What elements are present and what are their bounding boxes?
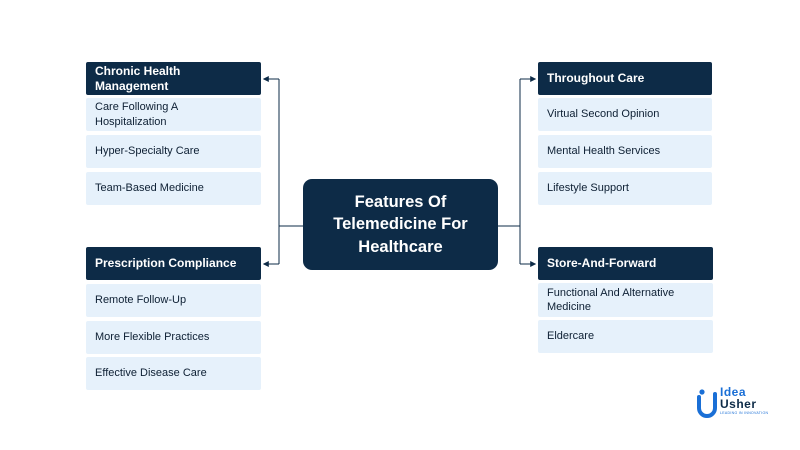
more-flexible-practices-item: More Flexible Practices xyxy=(86,321,261,354)
logo-tagline: LEADING IN INNOVATION xyxy=(720,411,769,415)
effective-disease-care-item: Effective Disease Care xyxy=(86,357,261,390)
logo-mark-icon xyxy=(697,389,717,418)
throughout-care-header: Throughout Care xyxy=(538,62,712,95)
logo-word-idea: Idea xyxy=(720,385,747,399)
care-following-hospitalization-item: Care Following A Hospitalization xyxy=(86,98,261,131)
center-title-box: Features Of Telemedicine For Healthcare xyxy=(303,179,498,270)
virtual-second-opinion-item: Virtual Second Opinion xyxy=(538,98,712,131)
eldercare-item: Eldercare xyxy=(538,320,713,353)
lifestyle-support-item: Lifestyle Support xyxy=(538,172,712,205)
prescription-compliance-header: Prescription Compliance xyxy=(86,247,261,280)
team-based-medicine-item: Team-Based Medicine xyxy=(86,172,261,205)
logo-word-usher: Usher xyxy=(720,397,757,411)
center-title: Features Of Telemedicine For Healthcare xyxy=(333,193,468,256)
chronic-health-management-header: Chronic Health Management xyxy=(86,62,261,95)
idea-usher-logo: Idea Usher LEADING IN INNOVATION xyxy=(696,384,770,424)
functional-alternative-medicine-item: Functional And Alternative Medicine xyxy=(538,283,713,317)
store-and-forward-header: Store-And-Forward xyxy=(538,247,713,280)
hyper-specialty-care-item: Hyper-Specialty Care xyxy=(86,135,261,168)
remote-follow-up-item: Remote Follow-Up xyxy=(86,284,261,317)
mental-health-services-item: Mental Health Services xyxy=(538,135,712,168)
